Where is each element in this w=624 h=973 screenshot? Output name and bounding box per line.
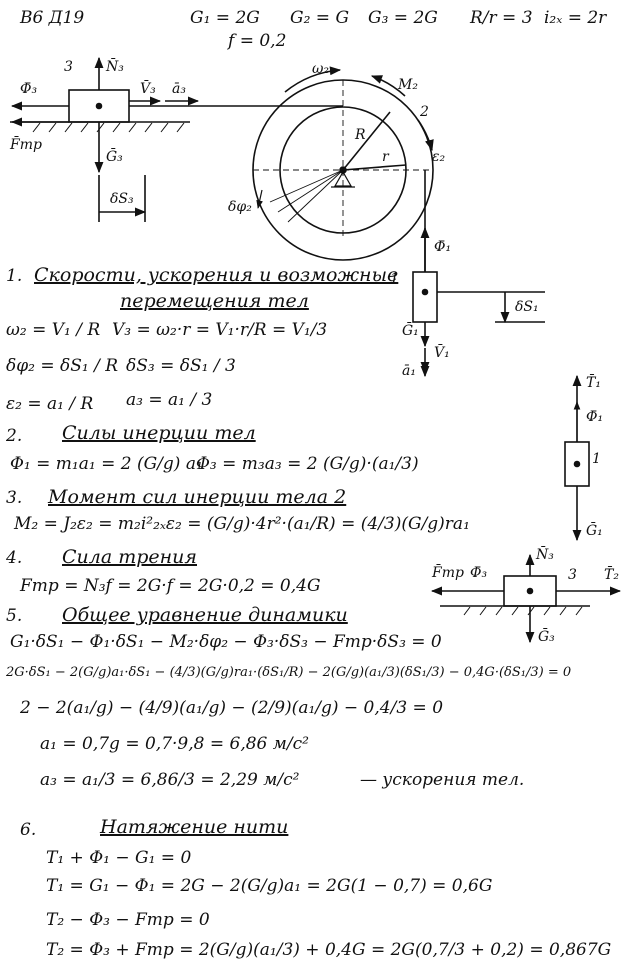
s6-eq4: T₂ = Φ₃ + Fтр = 2(G/g)(a₁/3) + 0,4G = 2G… (46, 940, 612, 960)
s6-eq2: T₁ = G₁ − Φ₁ = 2G − 2(G/g)a₁ = 2G(1 − 0,… (46, 876, 493, 896)
ftrb-label: F̄тр (432, 565, 464, 581)
g3b-label: Ḡ₃ (538, 629, 555, 645)
s6-eq1: T₁ + Φ₁ − G₁ = 0 (46, 848, 192, 868)
s5-a1: a₁ = 0,7g = 0,7·9,8 = 6,86 м/с² (40, 734, 309, 754)
section-4-number: 4. (6, 548, 23, 568)
s3-m2: M₂ = J₂ε₂ = m₂i²₂ₓε₂ = (G/g)·4r²·(a₁/R) … (14, 514, 470, 534)
section-6-number: 6. (20, 820, 37, 840)
body3-number: 3 (64, 59, 73, 75)
s2-phi3: Φ₃ = m₃a₃ = 2 (G/g)·(a₁/3) (196, 454, 419, 474)
omega2-label: ω₂ (312, 61, 330, 77)
m2-label: M₂ (398, 77, 418, 93)
section-2-title: Силы инерции тел (62, 422, 256, 444)
given-g2: G₂ = G (290, 8, 350, 28)
s5-eq1: G₁·δS₁ − Φ₁·δS₁ − M₂·δφ₂ − Φ₃·δS₃ − Fтр·… (10, 632, 442, 652)
v3-label: V̄₃ (140, 81, 156, 97)
phi3-label: Φ̄₃ (20, 81, 38, 97)
s5-a3: a₃ = a₁/3 = 6,86/3 = 2,29 м/с² (40, 770, 300, 790)
s1-ds3: δS₃ = δS₁ / 3 (126, 356, 236, 376)
section-6-title: Натяжение нити (100, 816, 289, 838)
omega2-arc (284, 66, 342, 93)
s1-a3: a₃ = a₁ / 3 (126, 390, 213, 410)
g1-label: Ḡ₁ (402, 323, 419, 339)
section-5-title: Общее уравнение динамики (62, 604, 348, 626)
phi1-label: Φ̄₁ (434, 239, 452, 255)
section-1-title: Скорости, ускорения и возможные (34, 264, 399, 286)
a3-label: ā₃ (172, 81, 186, 97)
given-ratio: R/r = 3 (470, 8, 533, 28)
body1-number: 1 (390, 271, 399, 287)
section-5-number: 5. (6, 606, 23, 626)
s1-v3: V₃ = ω₂·r = V₁·r/R = V₁/3 (112, 320, 328, 340)
section-1-number: 1. (6, 266, 23, 286)
s6-eq3: T₂ − Φ₃ − Fтр = 0 (46, 910, 210, 930)
ground-hatching (32, 122, 185, 133)
given-radius: i₂ₓ = 2r (544, 8, 607, 28)
ds3-label: δS₃ (110, 191, 134, 207)
ftr-label: F̄тр (10, 137, 42, 153)
n3b-label: N̄₃ (536, 547, 554, 563)
given-friction: f = 0,2 (228, 31, 287, 51)
phi3b-label: Φ̄₃ (470, 565, 488, 581)
fbd3-number: 3 (568, 567, 577, 583)
eps2-arc (417, 119, 434, 152)
g3-label: Ḡ₃ (106, 149, 123, 165)
given-g3: G₃ = 2G (368, 8, 438, 28)
a1-label: ā₁ (402, 363, 416, 379)
variant-label: В6 Д19 (20, 8, 85, 28)
phi1b-label: Φ̄₁ (586, 409, 604, 425)
s2-phi1: Φ₁ = m₁a₁ = 2 (G/g) a₁ (10, 454, 203, 474)
dphi2-label: δφ₂ (228, 199, 252, 215)
m2-arc (370, 75, 406, 97)
g1b-label: Ḡ₁ (586, 523, 603, 539)
section-4-title: Сила трения (62, 546, 197, 568)
dphi2-hatching (269, 169, 344, 223)
pulley-number: 2 (420, 104, 429, 120)
s1-omega2: ω₂ = V₁ / R (6, 320, 101, 340)
fbd1-number: 1 (592, 451, 601, 467)
t2-label: T̄₂ (604, 567, 619, 583)
section-3-title: Момент сил инерции тела 2 (48, 486, 347, 508)
body-1-block (412, 271, 438, 323)
s1-eps2: ε₂ = a₁ / R (6, 394, 94, 414)
s4-ftr: Fтр = N₃f = 2G·f = 2G·0,2 = 0,4G (20, 576, 321, 596)
section-2-number: 2. (6, 426, 23, 446)
ds1-label: δS₁ (515, 299, 539, 315)
section-1-title-2: перемещения тел (120, 290, 309, 312)
given-g1: G₁ = 2G (190, 8, 260, 28)
t1-label: T̄₁ (586, 375, 601, 391)
s1-dphi2: δφ₂ = δS₁ / R (6, 356, 119, 376)
eps2-label: ε₂ (432, 149, 446, 165)
section-3-number: 3. (6, 488, 23, 508)
s5-eq3: 2 − 2(a₁/g) − (4/9)(a₁/g) − (2/9)(a₁/g) … (20, 698, 444, 718)
s5-note: — ускорения тел. (360, 770, 525, 790)
v1-label: V̄₁ (434, 345, 450, 361)
big-radius-label: R (355, 127, 366, 143)
small-radius-label: r (382, 149, 389, 165)
n3-label: N̄₃ (106, 59, 124, 75)
s5-eq2: 2G·δS₁ − 2(G/g)a₁·δS₁ − (4/3)(G/g)ra₁·(δ… (6, 665, 572, 680)
